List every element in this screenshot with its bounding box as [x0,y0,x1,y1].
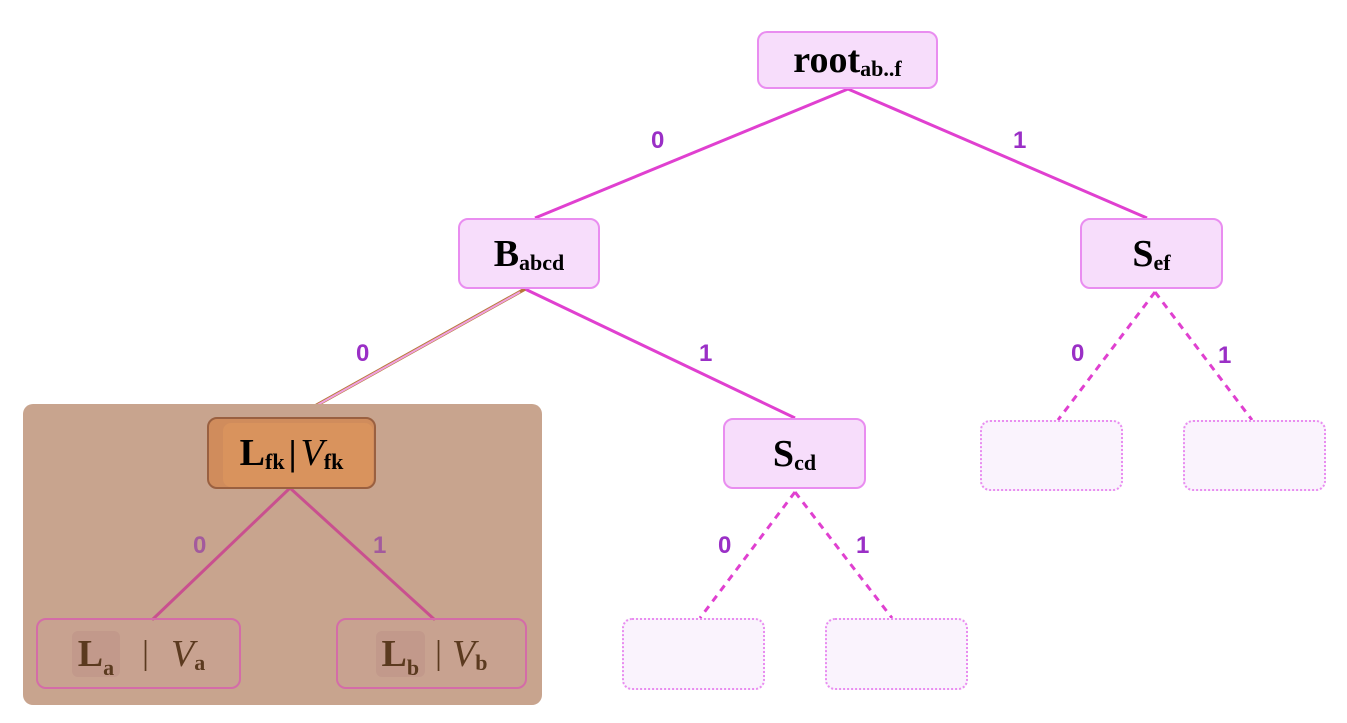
node-lfk-label: L [239,432,266,474]
edge-label-b-left: 0 [356,340,370,367]
edge-scd-left [698,491,797,619]
edge-babcd-lfk-shadow [293,291,521,419]
node-lb-sep: | [435,634,442,672]
node-la-sep: | [142,634,149,672]
edge-label-scd-right: 1 [856,532,870,559]
edge-label-lfk-right: 1 [373,532,387,559]
edge-lfk-la [150,486,292,622]
node-la-sub: a [103,654,115,680]
empty-node-sef-left [980,420,1123,491]
edge-label-b-right: 1 [699,340,713,367]
node-scd-label: S [772,432,795,475]
edge-lfk-lb [288,486,437,622]
edge-label-sef-left: 0 [1071,340,1085,367]
edge-label-root-left: 0 [651,127,665,154]
edge-label-lfk-left: 0 [193,532,207,559]
node-lb-value-sub: b [475,649,488,675]
node-lfk-sub: fk [265,449,285,474]
edge-label-root-right: 1 [1013,127,1027,154]
edge-label-scd-left: 0 [718,532,732,559]
node-lfk-sep: | [288,433,297,473]
node-la-value-sub: a [194,649,206,675]
node-scd-sub: cd [794,449,817,475]
node-root-sub: ab..f [860,56,902,81]
edge-label-sef-right: 1 [1218,342,1232,369]
node-root-label: root [793,39,861,81]
edge-scd-right [793,491,894,619]
node-lfk-value-sub: fk [323,449,344,474]
node-b-label: B [493,232,520,275]
empty-node-sef-right [1183,420,1326,491]
node-la-value: V [170,632,195,675]
node-lb-sub: b [406,654,420,680]
empty-node-scd-right [825,618,968,690]
node-lb-label: L [381,632,407,675]
node-b-sub: abcd [519,249,565,275]
node-sef-label: S [1132,232,1154,275]
edge-babcd-scd [524,287,796,420]
empty-node-scd-left [622,618,765,690]
edge-sef-left [1056,291,1157,421]
edge-root-babcd [534,87,849,220]
node-lb-value: V [451,632,476,675]
node-sef-sub: ef [1153,249,1171,275]
node-lfk-value: V [300,432,324,474]
edge-root-sef [847,87,1148,220]
node-la-label: L [77,632,104,675]
edge-sef-right [1153,291,1254,421]
